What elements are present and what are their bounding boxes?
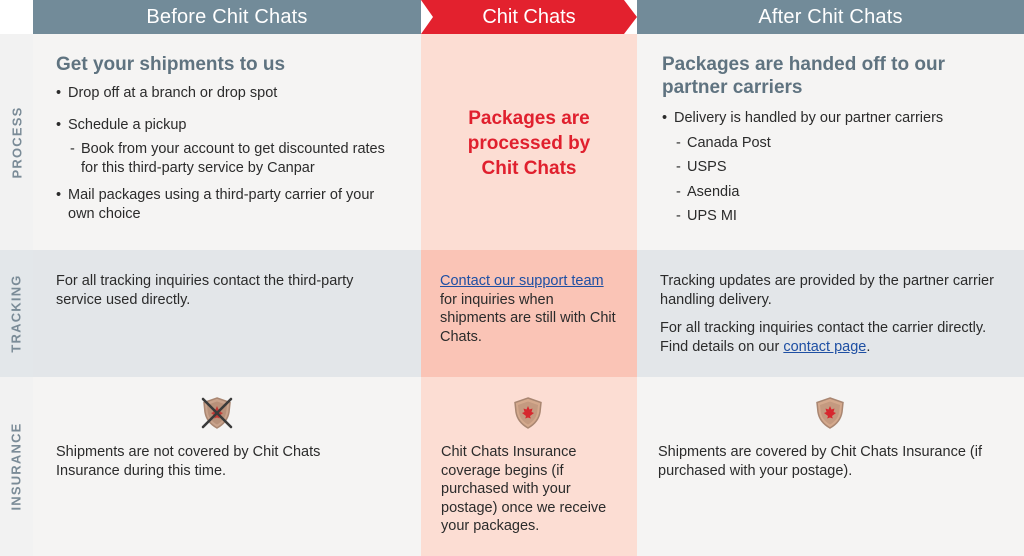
process-after-title: Packages are handed off to our partner c… xyxy=(662,54,945,98)
process-before-bullet-dropoff: Drop off at a branch or drop spot xyxy=(56,84,401,103)
carrier-asendia: Asendia xyxy=(674,183,1008,202)
process-before-bullet-mail: Mail packages using a third-party carrie… xyxy=(56,186,401,223)
process-middle-cell: Packages are processed by Chit Chats xyxy=(421,34,637,250)
process-before-bullet-pickup: Schedule a pickup Book from your account… xyxy=(56,116,401,178)
maple-leaf-shield-icon xyxy=(816,397,844,429)
tracking-middle-cell: Contact our support team for inquiries w… xyxy=(421,250,637,377)
insurance-before-cell: Shipments are not covered by Chit Chats … xyxy=(33,377,421,556)
header-arrow-shape xyxy=(421,0,637,34)
carrier-canada-post: Canada Post xyxy=(674,134,1008,153)
insurance-before-text: Shipments are not covered by Chit Chats … xyxy=(56,444,321,479)
row-label-insurance: INSURANCE xyxy=(0,377,33,556)
process-before-list: Drop off at a branch or drop spot Schedu… xyxy=(56,84,401,223)
process-before-title: Get your shipments to us xyxy=(56,54,286,75)
insurance-middle-cell: Chit Chats Insurance coverage begins (if… xyxy=(421,377,637,556)
insurance-after-text: Shipments are covered by Chit Chats Insu… xyxy=(658,444,982,479)
process-middle-line2: processed by xyxy=(467,133,591,154)
crossed-out-shield-icon xyxy=(201,397,233,429)
process-after-cell: Packages are handed off to our partner c… xyxy=(637,34,1024,250)
insurance-after-cell: Shipments are covered by Chit Chats Insu… xyxy=(637,377,1024,556)
column-header-after: After Chit Chats xyxy=(637,0,1024,34)
column-header-middle: Chit Chats xyxy=(421,0,637,34)
column-header-before: Before Chit Chats xyxy=(33,0,421,34)
process-before-cell: Get your shipments to us Drop off at a b… xyxy=(33,34,421,250)
tracking-before-text: For all tracking inquiries contact the t… xyxy=(56,273,354,308)
contact-page-link[interactable]: contact page xyxy=(783,338,867,355)
maple-leaf-shield-icon xyxy=(514,397,542,429)
process-middle-line1: Packages are xyxy=(468,108,590,129)
process-middle-line3: Chit Chats xyxy=(481,158,577,179)
tracking-after-cell: Tracking updates are provided by the par… xyxy=(637,250,1024,377)
carrier-usps: USPS xyxy=(674,158,1008,177)
carrier-ups-mi: UPS MI xyxy=(674,207,1008,226)
row-label-process: PROCESS xyxy=(0,34,33,250)
tracking-before-cell: For all tracking inquiries contact the t… xyxy=(33,250,421,377)
tracking-after-text-2: For all tracking inquiries contact the c… xyxy=(660,320,987,355)
tracking-after-text-1: Tracking updates are provided by the par… xyxy=(660,273,994,308)
column-header-middle-label: Chit Chats xyxy=(482,5,576,28)
contact-support-link[interactable]: Contact our support team xyxy=(440,273,604,289)
insurance-middle-text: Chit Chats Insurance coverage begins (if… xyxy=(441,444,607,534)
process-after-bullet-delivery: Delivery is handled by our partner carri… xyxy=(662,109,1008,226)
tracking-middle-text: Contact our support team for inquiries w… xyxy=(440,273,616,345)
row-label-tracking: TRACKING xyxy=(0,250,33,377)
header-corner xyxy=(0,0,33,34)
process-after-list: Delivery is handled by our partner carri… xyxy=(662,109,1008,226)
process-before-sub-pickup: Book from your account to get discounted… xyxy=(68,140,401,177)
